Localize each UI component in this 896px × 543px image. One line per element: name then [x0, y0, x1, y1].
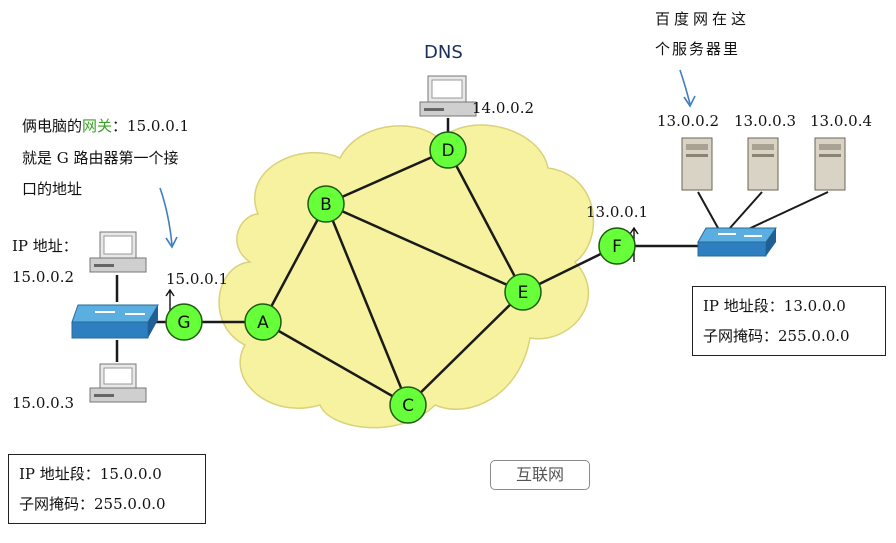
internet-label: 互联网 [490, 460, 590, 490]
dns-ip: 14.0.0.2 [472, 99, 535, 117]
gateway-note-line2: 就是 G 路由器第一个接 [22, 149, 179, 167]
link-b-e [325, 202, 524, 294]
gateway-note-suffix: ：15.0.0.1 [112, 117, 190, 135]
left-subnet-mask: 子网掩码：255.0.0.0 [19, 495, 166, 513]
dns-server-icon [419, 75, 477, 117]
link-switch-server1 [697, 191, 719, 229]
server1-icon [681, 137, 713, 191]
g-port-ip: 15.0.0.1 [166, 270, 229, 288]
router-a-label: A [257, 313, 269, 333]
router-f-label: F [612, 237, 622, 257]
pc-ip-label: IP 地址： [12, 237, 78, 255]
gateway-note-highlight: 网关 [82, 117, 113, 135]
router-c [389, 386, 427, 424]
link-d-e [446, 149, 525, 293]
baidu-note-line2: 个服务器里 [655, 40, 741, 58]
baidu-note-line1: 百度网在这 [655, 10, 751, 28]
server-links [697, 191, 829, 233]
server3-icon [814, 137, 846, 191]
link-switch-server2 [729, 191, 763, 229]
internet-cloud [218, 124, 595, 429]
left-switch-icon [71, 304, 159, 339]
router-e-label: E [518, 283, 529, 303]
server2-icon [747, 137, 779, 191]
link-b-c [324, 203, 410, 406]
server3-ip: 13.0.0.4 [810, 112, 873, 130]
server2-ip: 13.0.0.3 [734, 112, 797, 130]
router-d [429, 131, 467, 169]
server1-ip: 13.0.0.2 [657, 112, 720, 130]
router-f [598, 227, 636, 265]
pc1-icon [89, 231, 147, 273]
router-d-label: D [441, 141, 454, 161]
router-b [307, 185, 345, 223]
link-switch-server3 [741, 191, 829, 233]
right-subnet-box: IP 地址段：13.0.0.0 子网掩码：255.0.0.0 [692, 286, 886, 356]
dns-label: DNS [424, 42, 463, 63]
annotation-arrows [159, 69, 696, 249]
link-b-d [325, 148, 449, 206]
baidu-arrow-icon [679, 69, 691, 105]
routers: A B C D E F G [165, 131, 636, 424]
right-subnet-mask: 子网掩码：255.0.0.0 [703, 327, 850, 345]
router-a [244, 303, 282, 341]
pc1-ip: 15.0.0.2 [12, 268, 75, 286]
right-switch-icon [697, 227, 777, 257]
router-e [504, 273, 542, 311]
router-c-label: C [402, 396, 414, 416]
f-port-ip: 13.0.0.1 [586, 203, 649, 221]
gateway-note-line1: 俩电脑的网关：15.0.0.1 [22, 116, 189, 136]
router-b-label: B [320, 195, 332, 215]
pc2-icon [89, 363, 147, 403]
right-subnet-range: IP 地址段：13.0.0.0 [703, 297, 846, 315]
left-subnet-range: IP 地址段：15.0.0.0 [19, 465, 162, 483]
link-c-e [407, 291, 524, 406]
link-a-c [262, 320, 409, 407]
gateway-note-line3: 口的地址 [22, 180, 83, 198]
link-a-b [261, 203, 328, 323]
left-subnet-box: IP 地址段：15.0.0.0 子网掩码：255.0.0.0 [8, 454, 206, 524]
gateway-arrow-icon [159, 187, 173, 246]
router-g-label: G [177, 313, 190, 333]
router-g [165, 303, 203, 341]
pc2-ip: 15.0.0.3 [12, 394, 75, 412]
gateway-note-prefix: 俩电脑的 [22, 117, 83, 135]
